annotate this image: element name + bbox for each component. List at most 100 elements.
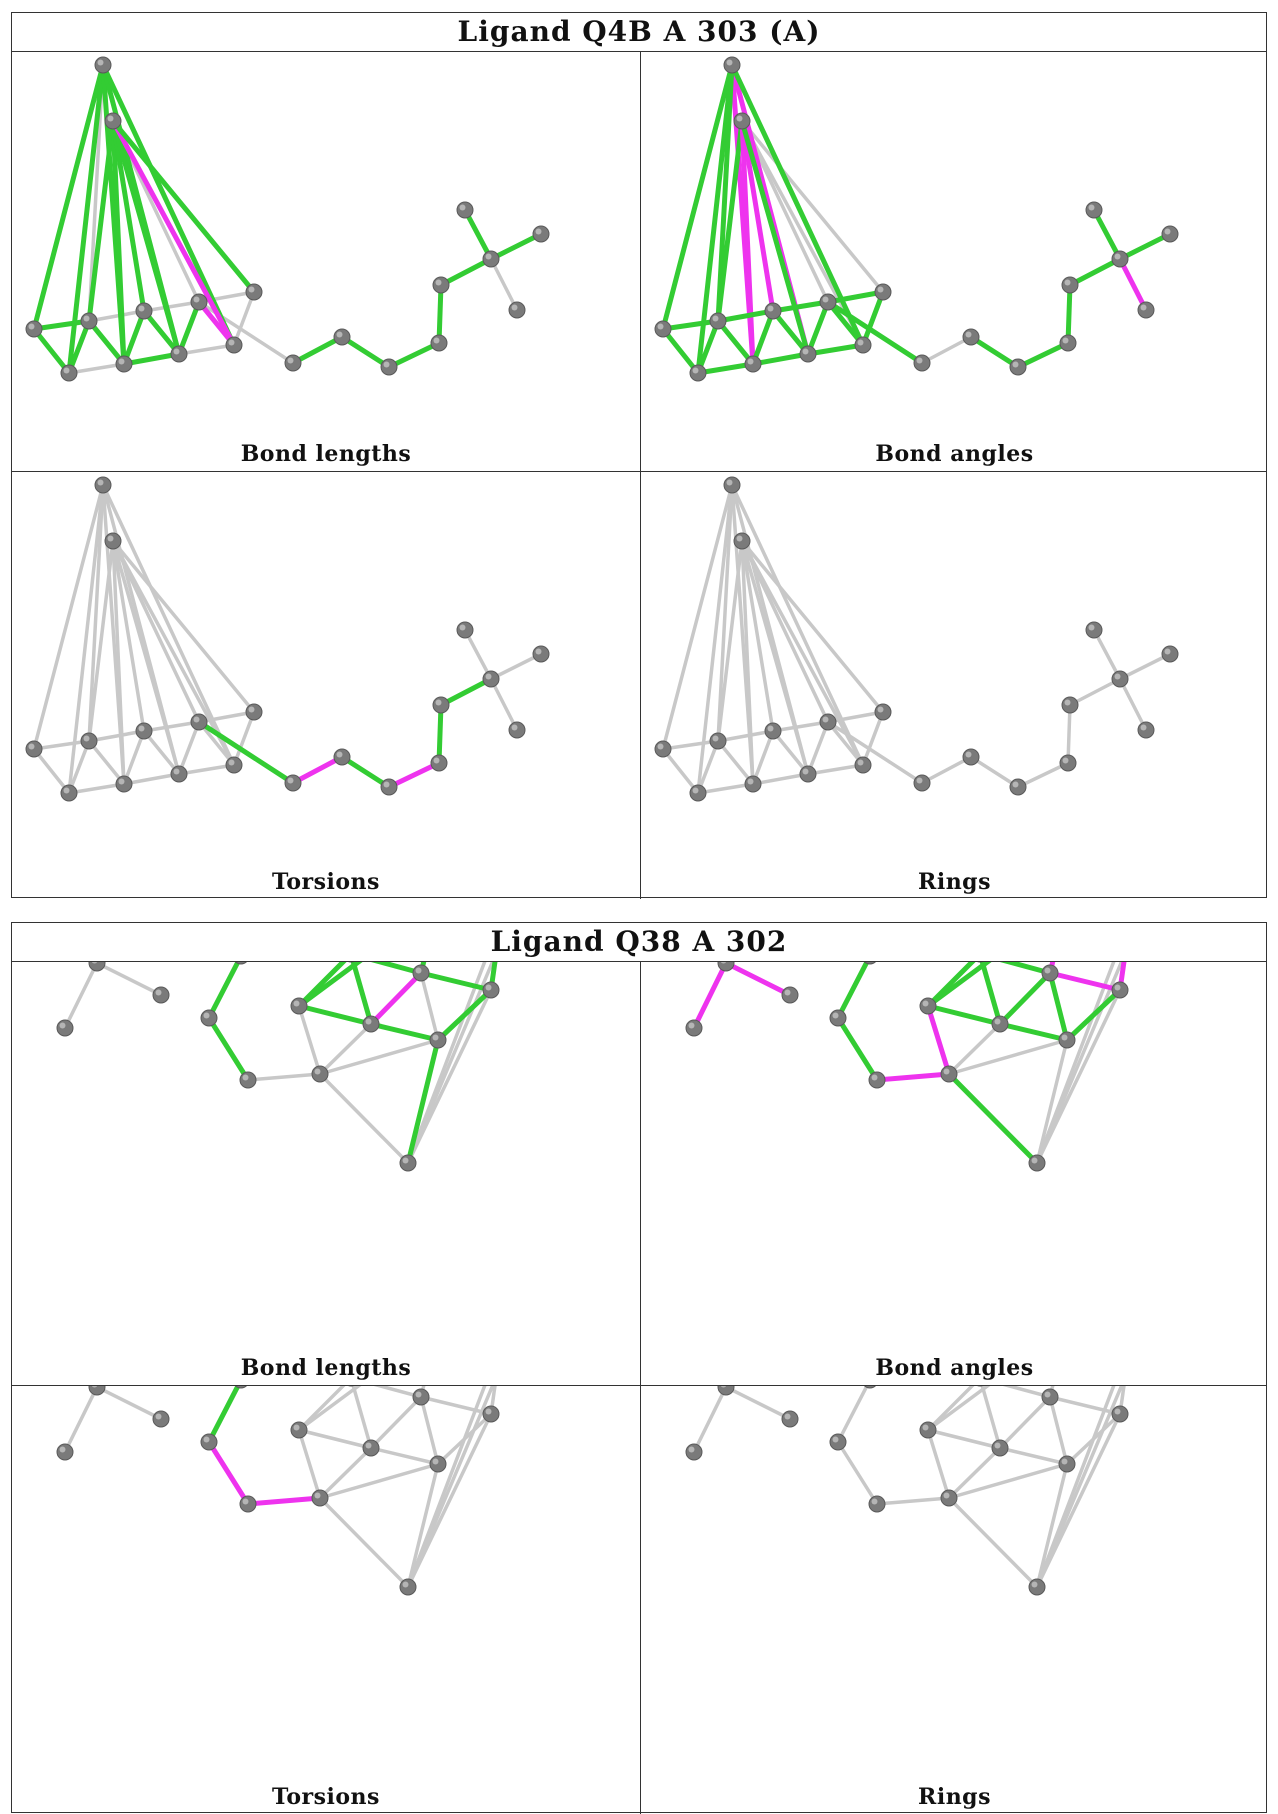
atom-highlight (28, 743, 35, 750)
panel-bond-angles: Bond angles (641, 962, 1268, 1385)
atom-highlight (203, 1012, 210, 1019)
atom-highlight (871, 1074, 878, 1081)
atom-highlight (107, 115, 114, 122)
bond (32, 483, 105, 751)
atom-highlight (1164, 648, 1171, 655)
atom-highlight (293, 1424, 300, 1431)
atom (482, 1405, 500, 1423)
atom-highlight (293, 1000, 300, 1007)
atom-highlight (1044, 967, 1051, 974)
atom (104, 112, 122, 130)
atom (80, 732, 98, 750)
bond (980, 1386, 1002, 1450)
atom (532, 225, 550, 243)
bond-ok (805, 342, 866, 357)
bond (197, 720, 236, 767)
atom (482, 670, 500, 688)
bond-outlier (386, 760, 442, 790)
atom-highlight (138, 305, 145, 312)
atom (689, 364, 707, 382)
atom-highlight (877, 706, 884, 713)
atom (333, 748, 351, 766)
atom-highlight (916, 357, 923, 364)
bond-outlier (245, 1495, 323, 1507)
bond (740, 539, 830, 724)
bond (861, 710, 885, 767)
bond-ok (110, 118, 127, 367)
atom (25, 320, 43, 338)
atom (1161, 225, 1179, 243)
molecule-diagram (56, 962, 500, 1172)
bond (142, 300, 201, 313)
bond-ok (1117, 231, 1173, 262)
atom-highlight (1064, 699, 1071, 706)
bond-ok (370, 962, 424, 976)
atom (115, 355, 133, 373)
atom (1137, 721, 1155, 739)
bond-ok (92, 962, 100, 966)
bond (87, 539, 115, 743)
atom-highlight (314, 1068, 321, 1075)
atom (919, 997, 937, 1015)
bond (1035, 1038, 1069, 1165)
ligand-title: Ligand Q4B A 303 (A) (12, 13, 1266, 52)
atom (654, 740, 672, 758)
atom-highlight (1062, 337, 1069, 344)
bond (1035, 1386, 1124, 1589)
ligand-block-1: Ligand Q4B A 303 (A) Bond lengths Bond a… (11, 12, 1267, 899)
atom (781, 1410, 799, 1428)
atom-highlight (242, 1498, 249, 1505)
bond-ok (715, 118, 745, 324)
atom-highlight (155, 989, 162, 996)
atom (1137, 301, 1155, 319)
bond (696, 782, 755, 795)
atom (863, 962, 877, 965)
bond (318, 1038, 440, 1076)
atom (1041, 964, 1059, 982)
bond-ok (462, 207, 494, 262)
atom-highlight (877, 286, 884, 293)
bond (716, 539, 744, 743)
atom (311, 1065, 329, 1083)
panel-divider-horizontal (12, 471, 1266, 472)
bond (369, 1446, 440, 1466)
bond (297, 1428, 373, 1450)
atom (874, 703, 892, 721)
bond (406, 1386, 495, 1589)
atom-highlight (857, 759, 864, 766)
atom (723, 476, 741, 494)
bond (920, 335, 973, 365)
atom-highlight (943, 1068, 950, 1075)
bond (297, 1386, 362, 1432)
bond (751, 729, 775, 786)
bond (826, 720, 924, 785)
bond-ok (121, 351, 182, 367)
atom (80, 312, 98, 330)
atom-highlight (784, 989, 791, 996)
atom (1058, 1031, 1076, 1049)
atom-highlight (943, 1492, 950, 1499)
bond (740, 539, 810, 776)
bond (1118, 652, 1172, 681)
bond-outlier (368, 970, 424, 1027)
bond (297, 1004, 322, 1076)
bond (177, 720, 201, 776)
atom (135, 302, 153, 320)
bond-ok (290, 334, 345, 366)
atom-highlight (433, 757, 440, 764)
bond (67, 739, 91, 795)
atom (190, 293, 208, 311)
molecule-diagram (25, 476, 550, 802)
atom-highlight (193, 296, 200, 303)
bond-ok (121, 308, 147, 367)
atom-highlight (193, 716, 200, 723)
bond (771, 720, 830, 733)
atom (913, 354, 931, 372)
atom-highlight (1062, 757, 1069, 764)
atom (1058, 1455, 1076, 1473)
atom (25, 740, 43, 758)
atom-highlight (657, 743, 664, 750)
bond-ok (339, 754, 392, 790)
bond (489, 677, 519, 732)
bond (318, 1022, 373, 1076)
